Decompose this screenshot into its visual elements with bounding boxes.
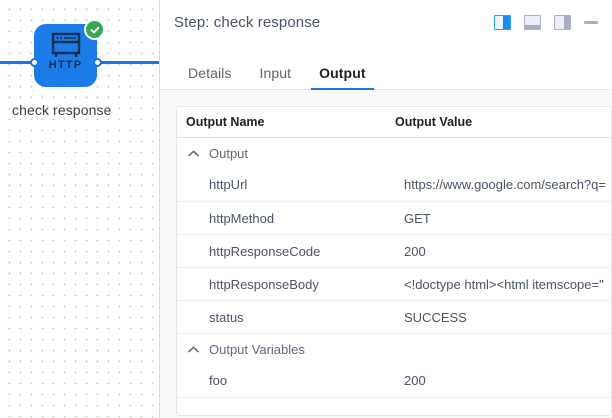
panel-body: Output Name Output Value Output httpUrl … bbox=[160, 90, 612, 418]
http-node-icon-label: HTTP bbox=[48, 59, 83, 71]
table-group-label: Output Variables bbox=[209, 341, 305, 357]
table-row[interactable]: httpUrl https://www.google.com/search?q= bbox=[177, 168, 611, 201]
row-value: <!doctype html><html itemscope=" bbox=[404, 276, 604, 292]
table-group-label: Output bbox=[209, 145, 249, 161]
http-node-icon: HTTP bbox=[34, 32, 97, 71]
row-name: httpMethod bbox=[209, 210, 275, 226]
column-header-output-value: Output Value bbox=[395, 115, 473, 129]
row-value: https://www.google.com/search?q= bbox=[404, 177, 606, 192]
row-name: foo bbox=[209, 373, 228, 388]
table-row[interactable]: httpResponseBody <!doctype html><html it… bbox=[177, 267, 611, 300]
row-name: status bbox=[209, 309, 244, 325]
minimize-icon[interactable] bbox=[584, 20, 598, 24]
column-header-output-name: Output Name bbox=[186, 115, 265, 129]
table-row[interactable]: httpMethod GET bbox=[177, 201, 611, 234]
layout-split-right-icon[interactable] bbox=[494, 14, 511, 30]
node-output-port[interactable] bbox=[93, 58, 102, 67]
table-row[interactable]: foo 200 bbox=[177, 364, 611, 397]
table-group-output-variables[interactable]: Output Variables bbox=[177, 333, 611, 364]
row-name: httpUrl bbox=[209, 177, 248, 192]
node-label: check response bbox=[12, 102, 112, 118]
canvas-divider bbox=[159, 0, 160, 418]
chevron-up-icon[interactable] bbox=[186, 342, 200, 356]
check-icon bbox=[90, 26, 99, 33]
node-success-badge bbox=[84, 19, 105, 40]
tab-output[interactable]: Output bbox=[305, 65, 379, 90]
layout-dock-bottom-icon[interactable] bbox=[524, 14, 541, 30]
row-value: 200 bbox=[404, 243, 426, 259]
row-value: GET bbox=[404, 210, 431, 226]
row-value: SUCCESS bbox=[404, 309, 467, 325]
tab-input[interactable]: Input bbox=[259, 65, 292, 81]
output-table: Output Name Output Value Output httpUrl … bbox=[176, 106, 612, 416]
table-header-row: Output Name Output Value bbox=[177, 107, 611, 138]
workflow-canvas[interactable]: HTTP check response bbox=[0, 0, 160, 418]
chevron-up-icon[interactable] bbox=[186, 146, 200, 160]
row-value: 200 bbox=[404, 373, 426, 388]
table-row[interactable]: status SUCCESS bbox=[177, 300, 611, 333]
row-name: httpResponseCode bbox=[209, 243, 321, 259]
layout-dock-right-icon[interactable] bbox=[554, 14, 571, 30]
tab-details[interactable]: Details bbox=[188, 65, 232, 81]
step-detail-panel: Step: check response Details Input Outpu… bbox=[160, 0, 612, 418]
panel-tabs: Details Input Output bbox=[160, 44, 612, 90]
row-name: httpResponseBody bbox=[209, 276, 319, 292]
table-row[interactable]: httpResponseCode 200 bbox=[177, 234, 611, 267]
panel-title: Step: check response bbox=[174, 13, 321, 31]
table-group-output[interactable]: Output bbox=[177, 138, 611, 168]
table-bottom-spacer bbox=[177, 397, 611, 415]
panel-header: Step: check response bbox=[160, 0, 612, 44]
panel-header-actions bbox=[494, 14, 598, 30]
node-input-port[interactable] bbox=[30, 58, 39, 67]
